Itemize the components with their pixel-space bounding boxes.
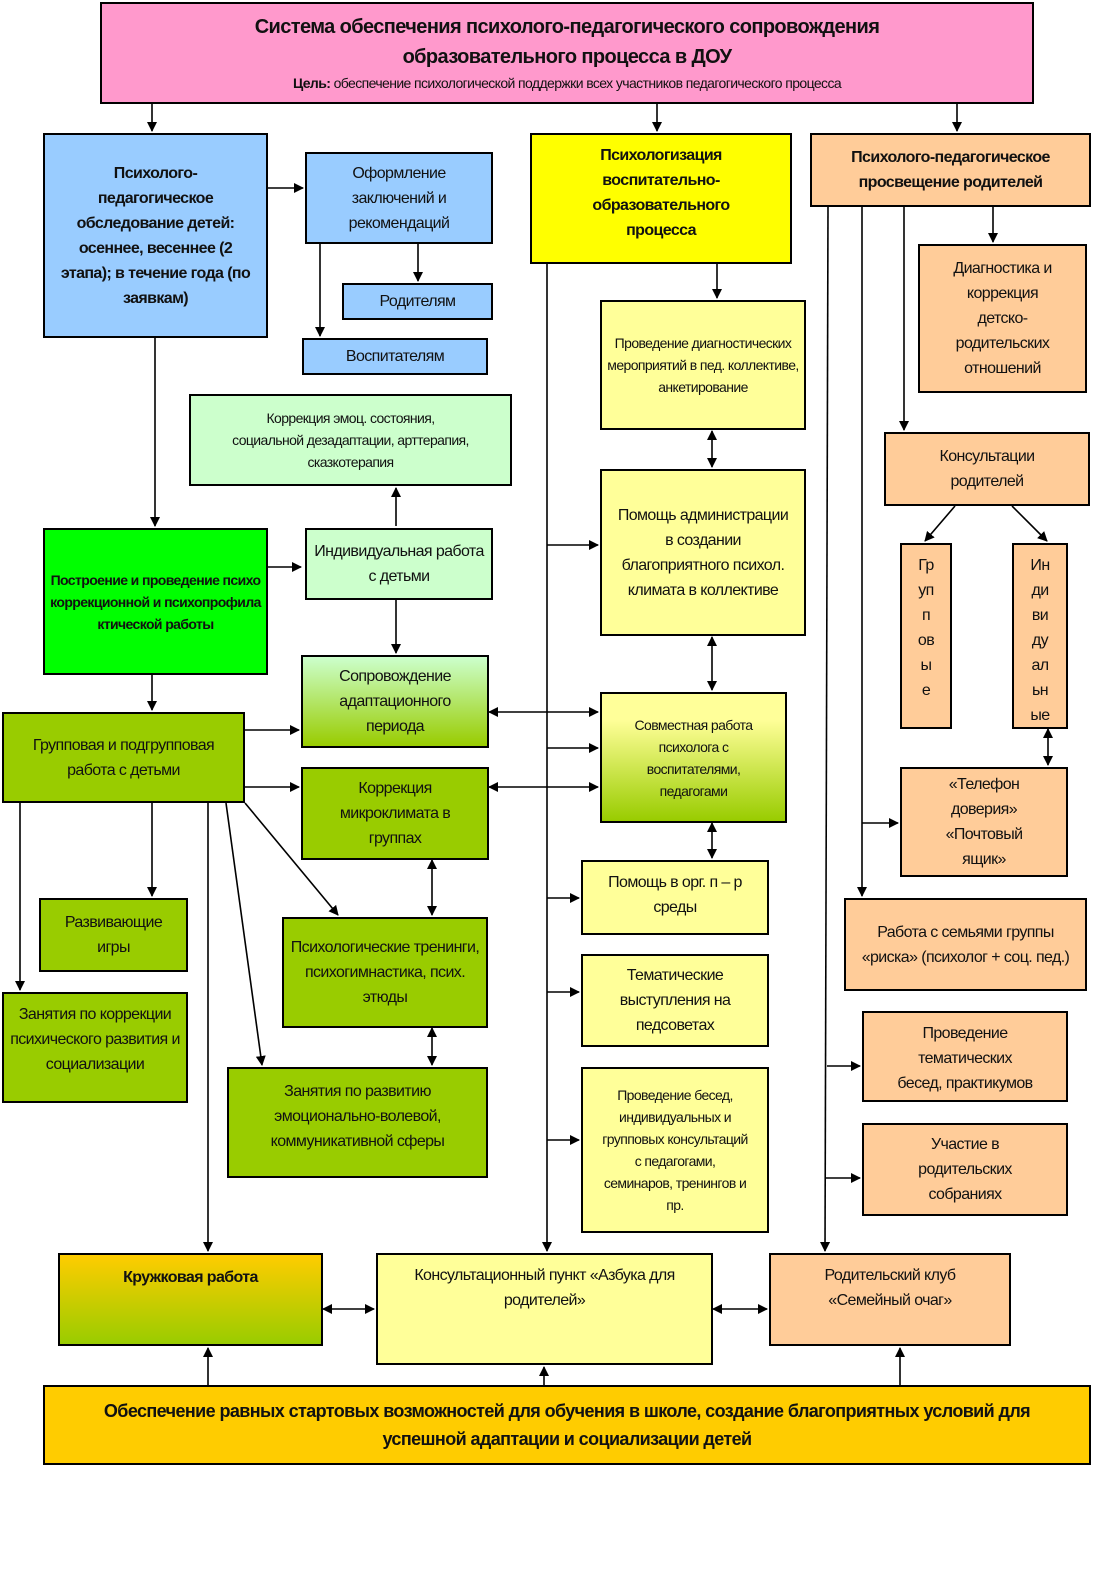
joint-work-box: Совместная работа психолога с воспитател… [600,692,787,823]
group-syllable: ы [920,657,933,674]
individual-syllable: ду [1031,632,1049,649]
construction-box: Построение и проведение психокоррекционн… [43,528,268,675]
individual-syllable: ьн [1032,682,1049,699]
to-teachers-box: Воспитателям [302,338,488,375]
parent-education-box: Психолого-педагогическое просвещение род… [810,133,1091,207]
thematic-speeches-box: Тематические выступления на педсоветах [581,954,769,1047]
conclusions-box: Оформление заключений и рекомендаций [305,152,493,244]
individual-work-box: Индивидуальная работа с детьми [305,528,493,600]
group-syllable: п [921,607,931,624]
risk-families-box: Работа с семьями группы «риска» (психоло… [844,898,1087,991]
environment-help-box: Помощь в орг. п – р среды [581,860,769,935]
thematic-talks-box: Проведение тематических бесед, практикум… [862,1011,1068,1102]
consult-point-box: Консультационный пункт «Азбука для родит… [376,1253,713,1365]
group-syllable: Гр [918,557,934,574]
group-work-box: Групповая и подгрупповая работа с детьми [2,712,245,803]
individual-consultations-box: Ин ди ви ду ал ьн ые [1012,543,1068,729]
group-syllable: е [921,682,931,699]
connector-arrow [924,505,956,542]
header-box: Система обеспечения психолого-педагогиче… [100,2,1034,104]
individual-syllable: Ин [1030,557,1050,574]
header-title-line2: образовательного процесса в ДОУ [402,46,732,68]
microclimate-box: Коррекция микроклимата в группах [301,767,489,860]
psychologization-box: Психологизация воспитательно-образовател… [530,133,792,264]
connector-arrow [820,206,831,1252]
developing-games-box: Развивающие игры [39,898,188,972]
connector-arrow [225,802,266,1066]
parent-consultations-box: Консультации родителей [884,432,1090,506]
group-syllable: ов [917,632,935,649]
correction-classes-box: Занятия по коррекции психического развит… [2,992,188,1103]
connector-arrow [244,802,339,916]
parent-meetings-box: Участие в родительских собраниях [862,1123,1068,1216]
survey-box: Психолого-педагогическое обследование де… [43,133,268,338]
clubs-box: Кружковая работа [58,1253,323,1346]
diagnostic-events-box: Проведение диагностических мероприятий в… [600,300,806,430]
outcome-box: Обеспечение равных стартовых возможносте… [43,1385,1091,1465]
emotional-classes-box: Занятия по развитию эмоционально-волевой… [227,1067,488,1178]
individual-syllable: ди [1031,582,1049,599]
individual-syllable: ви [1031,607,1049,624]
header-title-line1: Система обеспечения психолого-педагогиче… [254,16,880,38]
diagnostics-correction-box: Диагностика и коррекция детско-родительс… [918,244,1087,393]
individual-syllable: ал [1031,657,1049,674]
goal-label: Цель: [292,75,331,91]
individual-syllable: ые [1030,707,1050,724]
emotional-correction-box: Коррекция эмоц. состояния, социальной де… [189,394,512,486]
adaptation-box: Сопровождение адаптационного периода [301,655,489,748]
parent-club-box: Родительский клуб «Семейный очаг» [769,1253,1011,1346]
group-syllable: уп [918,582,934,599]
trainings-box: Психологические тренинги, психогимнастик… [282,917,488,1028]
connector-arrow [1011,505,1048,542]
admin-help-box: Помощь администрации в создании благопри… [600,469,806,636]
hotline-box: «Телефон доверия» «Почтовый ящик» [900,767,1068,877]
to-parents-box: Родителям [342,283,493,320]
goal-text: обеспечение психологической поддержки вс… [330,75,842,91]
group-consultations-box: Гр уп п ов ы е [900,543,952,729]
conversations-box: Проведение бесед, индивидуальных и групп… [581,1067,769,1233]
